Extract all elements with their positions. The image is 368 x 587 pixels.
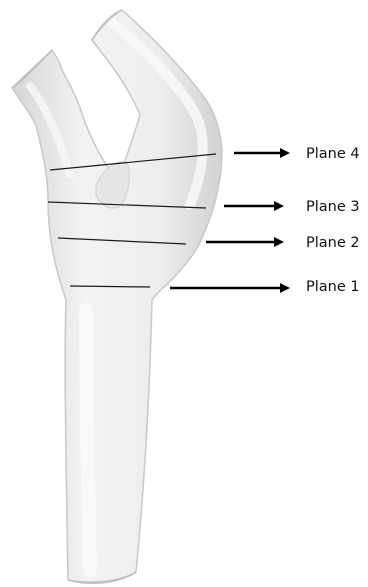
trunk-highlight: [86, 310, 90, 570]
plane-4-label: Plane 4: [306, 146, 360, 162]
vessel-outline: [12, 10, 222, 582]
plane-2-label: Plane 2: [306, 235, 360, 251]
plane-1-arrow: [170, 283, 290, 293]
plane-labels: Plane 4 Plane 3 Plane 2 Plane 1: [306, 146, 360, 295]
plane-1-label: Plane 1: [306, 279, 360, 295]
plane-2-arrow: [206, 237, 284, 247]
plane-3-arrow: [224, 201, 284, 211]
plane-3-label: Plane 3: [306, 199, 360, 215]
vessel: [12, 10, 222, 583]
plane-4-arrow: [234, 148, 290, 158]
